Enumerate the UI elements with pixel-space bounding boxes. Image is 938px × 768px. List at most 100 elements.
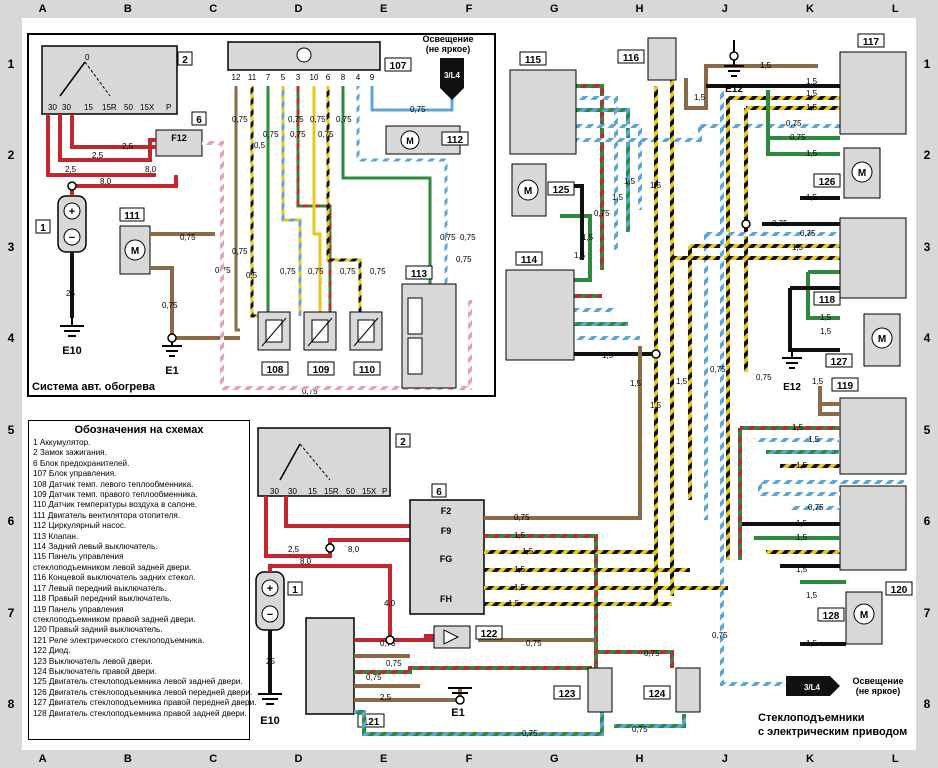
heater-power-wires — [46, 114, 178, 318]
fuse-f12-label: F12 — [171, 133, 187, 143]
rl-3: 0,75 — [366, 673, 382, 682]
wr-24: 1,5 — [806, 591, 818, 600]
wl-e8: 0,75 — [336, 115, 352, 124]
wr-11: 1,5 — [792, 243, 804, 252]
svg-text:−: − — [69, 232, 75, 244]
ground-e12-mid-label: E12 — [783, 382, 801, 393]
svg-text:+: + — [267, 583, 273, 595]
label-box-125 — [547, 181, 575, 196]
ecu-pin-7: 7 — [266, 73, 271, 82]
lighting-bottom-arrow — [786, 676, 840, 696]
wr-22: 1,5 — [796, 533, 808, 542]
terminal-b-30b: 30 — [288, 487, 297, 496]
lighting-top-line2: (не яркое) — [426, 44, 471, 54]
lighting-bottom-line1: Освещение — [853, 676, 904, 686]
label-125: 125 — [553, 185, 570, 196]
motor-126-symbol — [851, 161, 873, 183]
wr-6: 0,75 — [790, 133, 806, 142]
valve-coil-2 — [407, 337, 423, 375]
fl-3: 1,5 — [522, 547, 534, 556]
svg-text:+: + — [69, 206, 75, 218]
terminal-b-15x: 15X — [362, 487, 377, 496]
rl-7: 0,75 — [522, 729, 538, 738]
motor-m-125: M — [524, 186, 532, 197]
label-1: 1 — [40, 223, 46, 234]
col-b: B — [123, 753, 132, 765]
legend-item: 110 Датчик температуры воздуха в салоне. — [33, 500, 198, 510]
switch-117 — [839, 51, 907, 135]
label-box-108 — [261, 361, 289, 376]
label-box-110 — [353, 361, 381, 376]
label-123: 123 — [559, 689, 576, 700]
wr-23: 1,5 — [796, 565, 808, 574]
motor-m-127: M — [878, 334, 886, 345]
ground-e10-bottom-label: E10 — [260, 715, 280, 727]
wl-e10: 0,5 — [246, 271, 258, 280]
panel-115 — [509, 69, 577, 155]
fuse-labels: F2 F9 FG FH — [440, 506, 453, 604]
sensor-108 — [257, 311, 291, 351]
label-box-109 — [307, 361, 335, 376]
label-120: 120 — [891, 585, 908, 596]
legend-item: 122 Диод. — [33, 646, 71, 656]
col-l: L — [891, 753, 899, 765]
ground-e10-label: E10 — [62, 345, 82, 357]
switch-120 — [839, 485, 907, 571]
window-wiring-bottom — [720, 90, 904, 686]
wr-19: 1,5 — [796, 461, 808, 470]
fl-1: 0,75 — [514, 513, 530, 522]
rl-6: 0,75 — [644, 649, 660, 658]
terminal-15r: 15R — [102, 103, 117, 112]
legend-item: 124 Выключатель правой двери. — [33, 666, 157, 676]
col-c: C — [209, 753, 218, 765]
wr-17: 1,5 — [792, 423, 804, 432]
rl-8: 0,75 — [632, 725, 648, 734]
label-118: 118 — [819, 295, 836, 306]
wr-5: 0,75 — [786, 119, 802, 128]
label-box-115 — [519, 51, 547, 66]
rl-5: 0,75 — [526, 639, 542, 648]
wire-label-25: 25 — [66, 289, 75, 298]
row-3: 3 — [923, 239, 931, 254]
label-box-112 — [441, 131, 469, 146]
fl-2: 1,5 — [514, 531, 526, 540]
fl-6: 1,5 — [508, 599, 520, 608]
terminal-b-15r: 15R — [324, 487, 339, 496]
legend-item: 118 Правый передний выключатель. — [33, 594, 172, 604]
heater-title: Система авт. обогрева — [32, 381, 156, 393]
col-e: E — [380, 753, 388, 765]
label-box-123 — [553, 685, 581, 700]
label-box-114 — [515, 251, 543, 266]
label-6b: 6 — [436, 487, 442, 498]
battery-bottom: + − — [255, 571, 285, 631]
wr-32: 1,5 — [624, 177, 636, 186]
legend-list: 1 Аккумулятор.2 Замок зажигания.6 Блок п… — [33, 438, 256, 719]
row-8: 8 — [7, 697, 15, 712]
pump-m-112: M — [406, 136, 414, 146]
wr-16: 1,5 — [812, 377, 824, 386]
row-2: 2 — [7, 148, 15, 163]
label-110: 110 — [359, 365, 376, 376]
fuse-box-6 — [409, 499, 485, 615]
row-1: 1 — [923, 56, 931, 71]
col-j: J — [721, 3, 728, 15]
label-box-113 — [405, 265, 433, 280]
wr-33: 1,5 — [650, 181, 662, 190]
limit-switch-116 — [647, 37, 677, 81]
wire-label-25b: 25 — [266, 657, 275, 666]
wl-e13: 0,75 — [340, 267, 356, 276]
svg-text:−: − — [267, 609, 273, 621]
wr-3: 1,5 — [806, 89, 818, 98]
legend-item: стеклоподъемником левой задней двери. — [33, 562, 192, 572]
wl-e18: 0,75 — [460, 233, 476, 242]
label-117: 117 — [863, 37, 880, 48]
row-header-right: 1 2 3 4 5 6 7 8 — [916, 18, 938, 750]
wl-e1: 0,75 — [232, 115, 248, 124]
wl-e17: 0,75 — [456, 255, 472, 264]
col-g: G — [549, 3, 559, 15]
lighting-top-arrow — [440, 58, 464, 100]
terminal-30a: 30 — [48, 103, 57, 112]
wr-18: 1,5 — [808, 435, 820, 444]
ecu-pin-3: 3 — [296, 73, 301, 82]
